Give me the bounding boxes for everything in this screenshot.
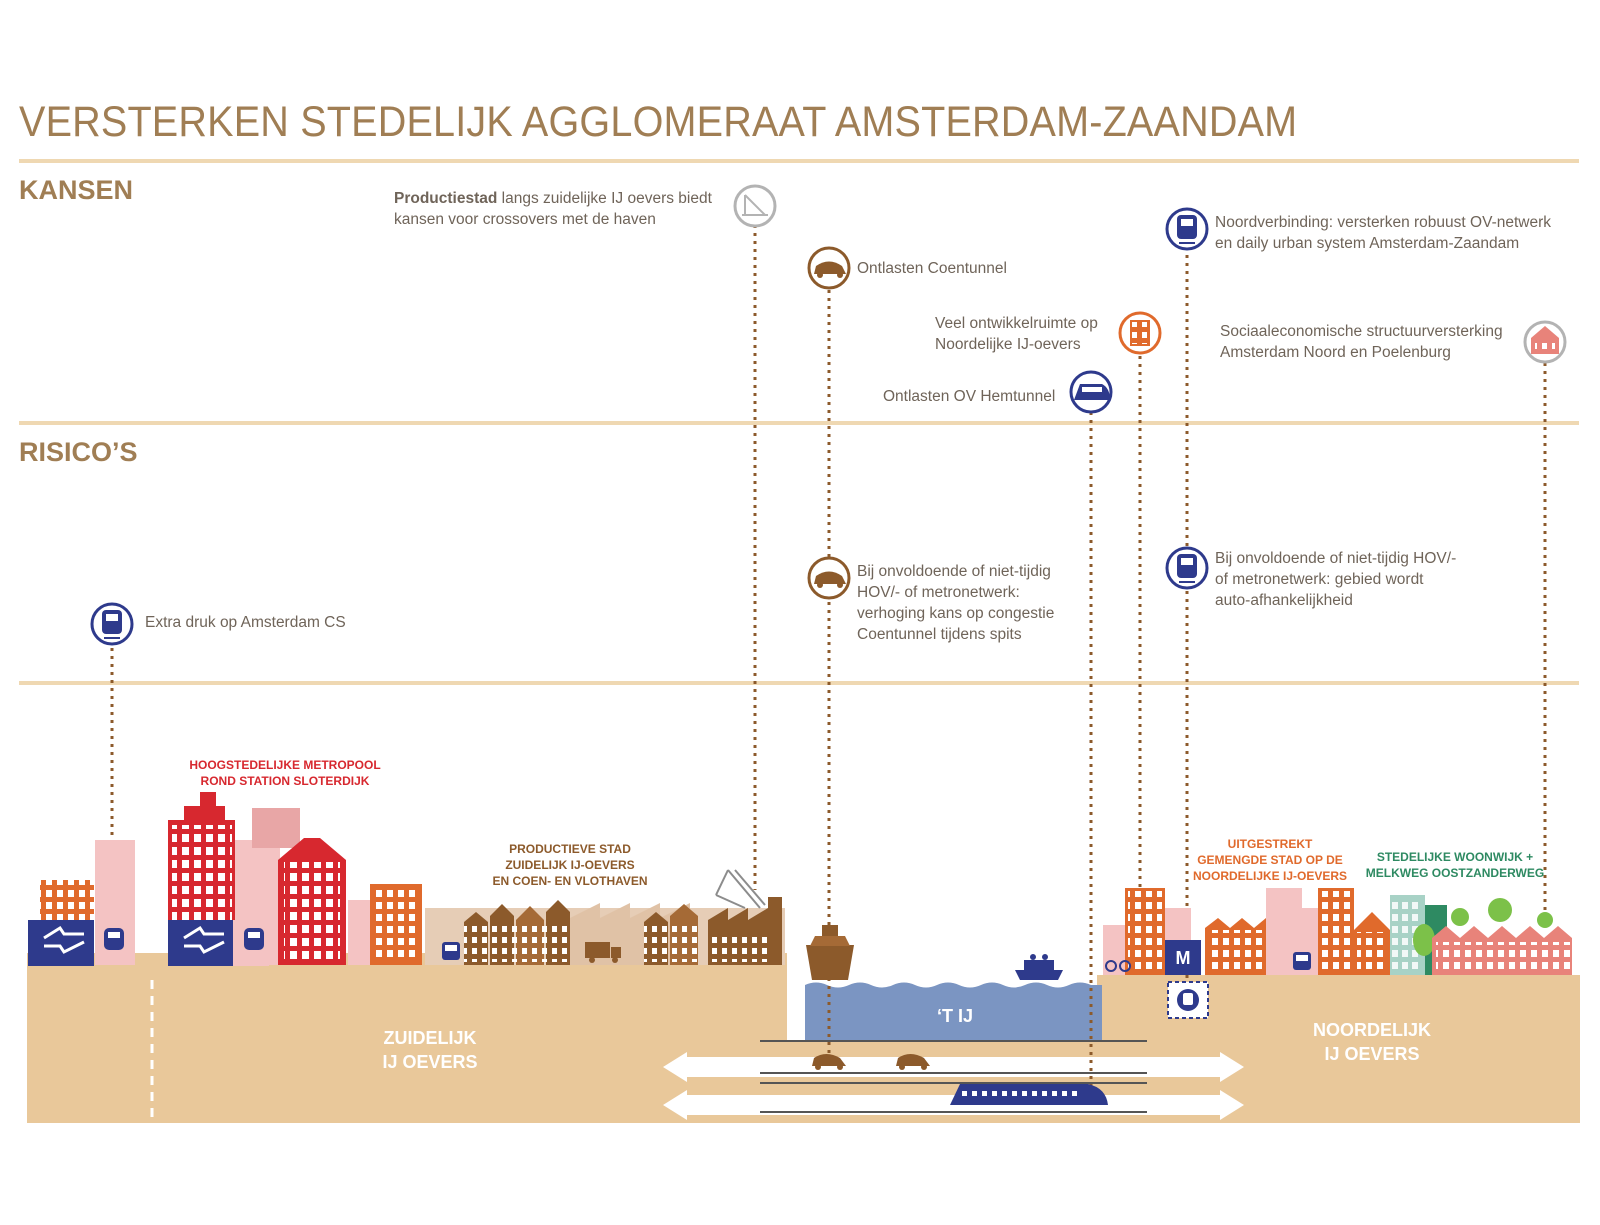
ferry-icon bbox=[1015, 954, 1063, 980]
building-icon bbox=[1118, 311, 1162, 355]
page-title: VERSTERKEN STEDELIJK AGGLOMERAAT AMSTERD… bbox=[19, 98, 1298, 146]
kansen-divider bbox=[19, 421, 1579, 425]
car-icon bbox=[807, 246, 851, 290]
ground-zuid: ZUIDELIJK IJ OEVERS bbox=[382, 1028, 478, 1072]
label-uitgestrekt: UITGESTREKT GEMENGDE STAD OP DE NOORDELI… bbox=[1192, 837, 1348, 883]
kans-coentunnel: Ontlasten Coentunnel bbox=[857, 260, 1007, 277]
noord-buildings bbox=[1103, 888, 1572, 1019]
risico-tram-icon bbox=[1165, 546, 1209, 590]
kans-productiestad: Productiestad langs zuidelijke IJ oevers… bbox=[394, 190, 712, 228]
productieve-buildings bbox=[425, 869, 785, 965]
kans-noordverbinding: Noordverbinding: versterken robuust OV-n… bbox=[1215, 214, 1551, 252]
ij-label: ‘T IJ bbox=[936, 1006, 973, 1026]
metro-sign: M bbox=[1176, 948, 1191, 968]
ship-icon bbox=[806, 925, 854, 980]
metropool-buildings bbox=[28, 792, 422, 966]
amsterdam-cs-tram-icon bbox=[90, 602, 134, 646]
ij-water bbox=[805, 982, 1102, 1040]
label-productieve: PRODUCTIEVE STAD ZUIDELIJK IJ-OEVERS EN … bbox=[492, 842, 648, 888]
risico-congestie: Bij onvoldoende of niet-tijdig HOV/- of … bbox=[857, 563, 1055, 643]
kans-sociaal: Sociaaleconomische structuurversterking … bbox=[1220, 323, 1503, 361]
section-risicos: RISICO’S bbox=[19, 437, 138, 467]
label-woonwijk: STEDELIJKE WOONWIJK + MELKWEG OOSTZANDER… bbox=[1365, 850, 1545, 880]
tunnel-train-icon bbox=[950, 1084, 1108, 1105]
risicos-divider bbox=[19, 681, 1579, 685]
train-icon bbox=[1069, 370, 1113, 414]
kans-hemtunnel: Ontlasten OV Hemtunnel bbox=[883, 388, 1056, 405]
ground-noord: NOORDELIJK IJ OEVERS bbox=[1312, 1020, 1431, 1064]
section-kansen: KANSEN bbox=[19, 175, 134, 205]
risico-auto: Bij onvoldoende of niet-tijdig HOV/- of … bbox=[1215, 550, 1457, 609]
crane-icon bbox=[733, 184, 777, 228]
title-divider bbox=[19, 159, 1579, 163]
tram-icon bbox=[1165, 207, 1209, 251]
risico-car-icon bbox=[807, 556, 851, 600]
risico-amsterdam-cs: Extra druk op Amsterdam CS bbox=[145, 614, 346, 631]
label-metropool: HOOGSTEDELIJKE METROPOOL ROND STATION SL… bbox=[189, 758, 381, 788]
kans-ontwikkelruimte: Veel ontwikkelruimte op Noordelijke IJ-o… bbox=[935, 315, 1098, 353]
tunnel-cars bbox=[812, 1054, 930, 1070]
houses-icon bbox=[1523, 320, 1567, 364]
